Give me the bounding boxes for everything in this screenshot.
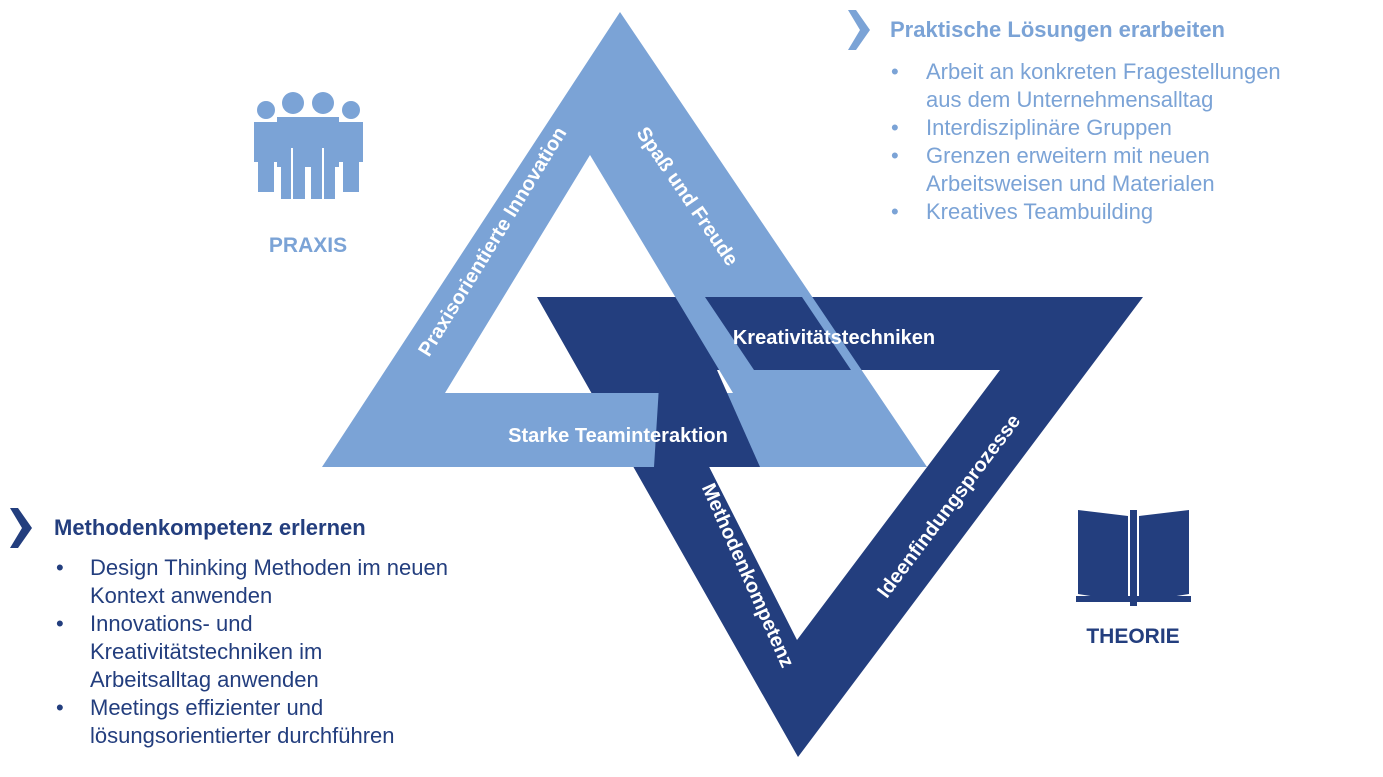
left-panel-title: Methodenkompetenz erlernen [54,515,366,540]
bullet-icon: • [891,59,899,84]
list-item: •Kreatives Teambuilding [891,199,1154,224]
bullet-icon: • [56,611,64,636]
open-book-icon [1076,510,1191,606]
chevron-right-icon [10,508,32,548]
light-triangle [322,12,927,467]
theorie-label: THEORIE [1086,625,1179,648]
left-panel-heading: Methodenkompetenz erlernen [8,508,568,548]
bullet-icon: • [891,115,899,140]
left-info-panel: Methodenkompetenz erlernen •Design Think… [8,508,568,750]
chevron-right-icon [848,10,870,50]
right-panel-title: Praktische Lösungen erarbeiten [890,17,1225,42]
right-info-panel: Praktische Lösungen erarbeiten •Arbeit a… [846,10,1376,226]
bullet-icon: • [891,199,899,224]
label-starke-teaminteraktion: Starke Teaminteraktion [508,425,728,447]
people-group-icon [254,92,363,199]
praxis-label: PRAXIS [269,234,347,257]
dark-overlap-top [705,297,851,370]
label-kreativitaetstechniken: Kreativitätstechniken [733,327,935,349]
bullet-icon: • [56,695,64,720]
dark-overlap-bottom [654,370,760,467]
list-item: •Interdisziplinäre Gruppen [891,115,1172,140]
label-praxisorientierte-innovation: Praxisorientierte Innovation [414,123,571,360]
dark-triangle [537,297,1143,757]
bullet-icon: • [56,555,64,580]
right-panel-heading: Praktische Lösungen erarbeiten [846,10,1376,50]
bullet-icon: • [891,143,899,168]
